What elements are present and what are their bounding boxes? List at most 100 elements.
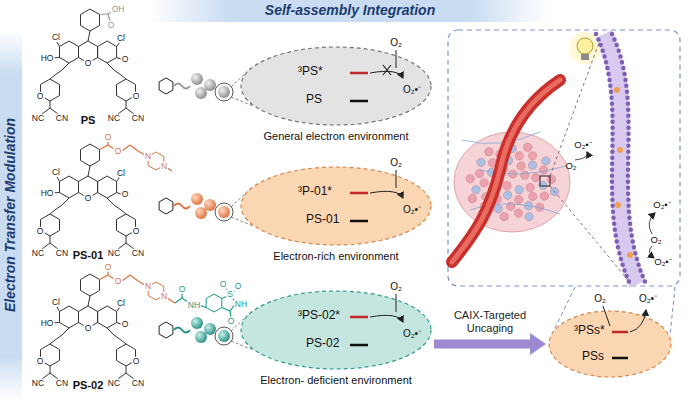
atom-label: NH (234, 300, 248, 309)
bond-line (114, 335, 121, 340)
tumour-cell (506, 202, 514, 210)
bond-line (122, 145, 130, 151)
bond-line (62, 328, 69, 335)
bond-line (55, 205, 62, 210)
atom-label: O (132, 357, 141, 366)
bond-line (222, 308, 230, 312)
nanoparticle-assembly (159, 186, 253, 226)
atom-label: CN (55, 114, 69, 123)
oxygen-arrow (396, 170, 397, 188)
uncaging-arrow (434, 333, 546, 355)
tumour-cell (521, 171, 529, 179)
atom-label: NC (31, 379, 45, 388)
atom-label: O (84, 194, 93, 203)
oxygen-species: O₂ (390, 38, 402, 48)
inset-panel (448, 30, 680, 286)
ring (159, 198, 173, 214)
environment-label: Electron-rich environment (273, 250, 398, 262)
tumour-cell (494, 205, 502, 213)
atom-label: O (178, 285, 187, 294)
bond-line (88, 296, 90, 306)
ring (60, 176, 79, 198)
ellipse-shape (241, 291, 431, 369)
atom-label: CN (131, 114, 145, 123)
atom-label: NH (187, 301, 201, 310)
bond-line (50, 210, 55, 214)
nanoparticle (195, 87, 207, 99)
ring (98, 306, 117, 328)
atom-label: NC (107, 249, 121, 258)
tumour-cell (515, 152, 523, 160)
atom-label: CN (131, 379, 145, 388)
molecule-structure (41, 9, 136, 114)
tumour-cell (468, 194, 476, 202)
ring (159, 78, 173, 94)
state-label: ³P-01* (298, 185, 332, 198)
bond-line (100, 275, 109, 280)
molecule-structure (41, 270, 237, 379)
bond-line (55, 70, 62, 75)
tumour-cell (500, 213, 508, 221)
atom-label: O (107, 21, 116, 30)
ligand-tail (174, 328, 190, 333)
atom-label: O (121, 55, 130, 64)
bond-line (57, 42, 60, 47)
molecule-structure (41, 140, 173, 249)
nanoparticle (191, 193, 203, 205)
atom-label: O (114, 147, 123, 156)
atom-label: O (104, 263, 113, 272)
atom-label: HO (40, 54, 55, 63)
nanoparticle (204, 79, 216, 91)
atom-label: Cl (51, 168, 61, 177)
ring (81, 274, 100, 296)
ring (60, 41, 79, 63)
environment-label: General electron environment (264, 130, 409, 142)
atom-label: N (144, 152, 152, 161)
atom-label: O (132, 227, 141, 236)
bond-line (50, 236, 51, 243)
ground-level (350, 100, 368, 103)
bond-line (50, 340, 55, 344)
ellipse-shape (549, 311, 671, 377)
atom-label: O (36, 92, 45, 101)
state-label: ³PSs* (574, 324, 605, 337)
tumour-cell (526, 183, 534, 191)
tumour-cell (477, 158, 485, 166)
banner-title: Self-assembly Integration (265, 3, 435, 18)
bond-line (181, 293, 182, 298)
atom-label: OH (111, 5, 126, 14)
excited-level (612, 331, 628, 334)
bond-line (107, 328, 114, 335)
bond-line (107, 198, 114, 205)
tumour-cell (504, 191, 512, 199)
atom-label: O (121, 190, 130, 199)
compound-name: PS-02 (73, 380, 104, 391)
bond-line (117, 177, 121, 182)
ring (159, 322, 173, 338)
oxygen-species: O₂•⁻ (574, 140, 591, 150)
atom-label: O (36, 357, 45, 366)
bond-line (126, 366, 127, 373)
bond-line (121, 75, 126, 79)
magnifier-ring (215, 83, 233, 101)
tumour-cell (528, 161, 536, 169)
atom-label: O (114, 277, 123, 286)
bond-line (126, 101, 127, 108)
magnifier-ring (215, 327, 233, 345)
bond-line (107, 63, 114, 70)
atom-label: HO (40, 189, 55, 198)
atom-label: S (226, 290, 234, 299)
bond-line (88, 31, 90, 41)
atom-label: Cl (51, 298, 61, 307)
arrow-shaft (434, 340, 531, 349)
atom-label: Cl (116, 299, 126, 308)
atom-label: N (144, 282, 152, 291)
tumour-cell (514, 209, 522, 217)
bond-line (50, 366, 51, 373)
banner-band: Self-assembly Integration (150, 0, 550, 22)
bond-line (50, 75, 55, 79)
atom-label: NC (107, 114, 121, 123)
oxygen-species: O₂•⁻ (403, 205, 421, 215)
oxygen-species: O₂ (650, 235, 661, 245)
